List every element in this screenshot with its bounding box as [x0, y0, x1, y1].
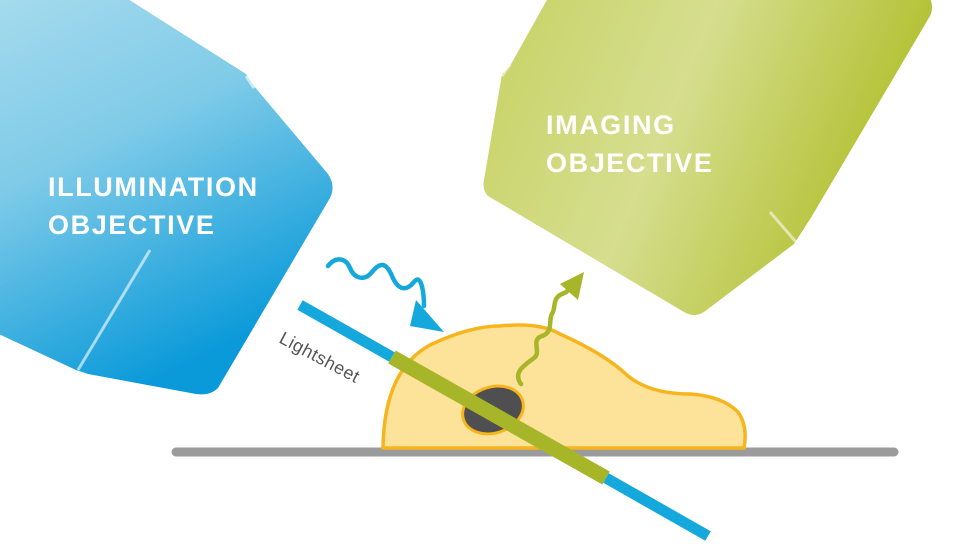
emission-wave-arrow	[515, 272, 584, 387]
lightsheet-beam	[297, 300, 711, 541]
imaging-label-line1: IMAGING	[546, 110, 676, 140]
excitation-wave-arrow	[325, 257, 444, 332]
imaging-label-line2: OBJECTIVE	[546, 148, 713, 178]
illumination-label-line1: ILLUMINATION	[48, 172, 259, 202]
imaging-objective	[483, 0, 932, 315]
illumination-label-line2: OBJECTIVE	[48, 210, 215, 240]
illumination-objective	[0, 0, 333, 395]
